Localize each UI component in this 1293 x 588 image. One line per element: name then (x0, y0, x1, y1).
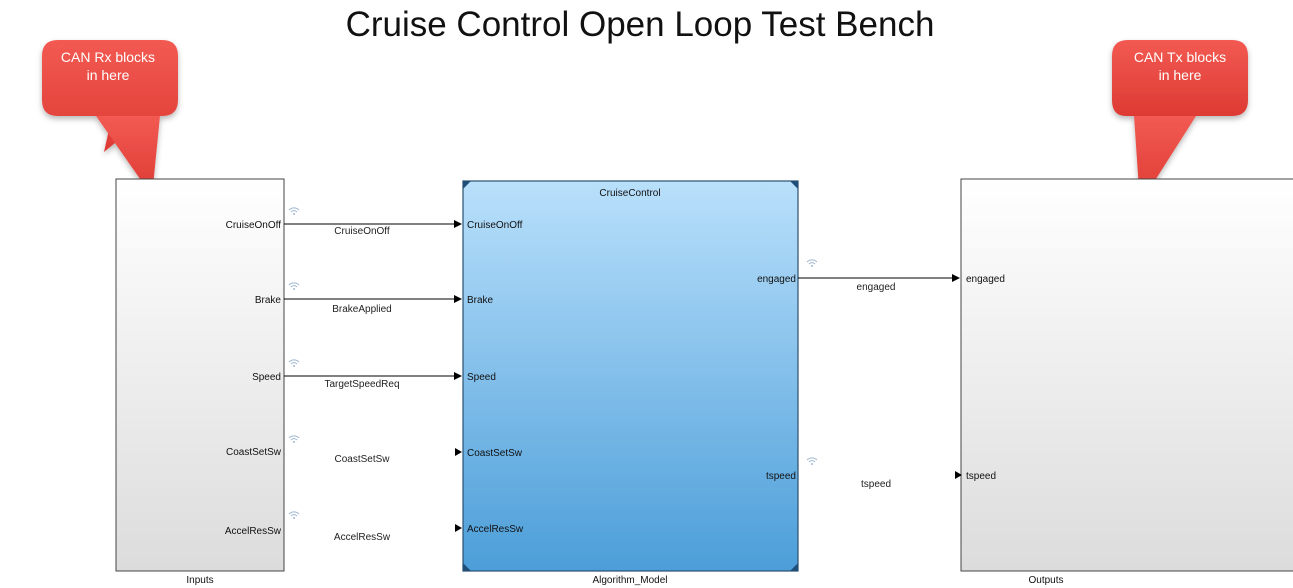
model-corner-tl (463, 181, 471, 189)
signal-label-tspeed: tspeed (861, 479, 891, 490)
outputs-port-tspeed: tspeed (966, 471, 996, 482)
model-in-coastsetsw: CoastSetSw (467, 448, 523, 459)
algorithm-model-block[interactable] (462, 180, 799, 572)
model-corner-bl (463, 563, 471, 571)
logging-icon (806, 457, 818, 465)
model-out-tspeed: tspeed (766, 471, 796, 482)
model-header: CruiseControl (599, 188, 660, 199)
model-corner-tr (790, 181, 798, 189)
callout-tx-line1: CAN Tx blocks (1134, 49, 1226, 65)
signal-label-cruiseonoff: CruiseOnOff (334, 226, 390, 237)
model-in-brake: Brake (467, 295, 494, 306)
logging-icon (288, 207, 300, 215)
diagram-title: Cruise Control Open Loop Test Bench (346, 5, 935, 44)
callout-tx-line2: in here (1159, 67, 1202, 83)
logging-icon (288, 359, 300, 367)
signal-label-brakeapplied: BrakeApplied (332, 304, 391, 315)
logging-icon (288, 282, 300, 290)
signal-label-coastsetsw: CoastSetSw (334, 454, 390, 465)
logging-icon (288, 511, 300, 519)
model-in-cruiseonoff: CruiseOnOff (467, 220, 523, 231)
inputs-port-speed: Speed (252, 372, 281, 383)
signal-label-accelressw: AccelResSw (334, 532, 391, 543)
callout-can-rx (42, 40, 178, 196)
arrow-accelressw (455, 524, 462, 532)
model-block-name: Algorithm_Model (592, 575, 667, 586)
model-out-engaged: engaged (757, 274, 796, 285)
logging-icon (806, 259, 818, 267)
callout-rx-line1: CAN Rx blocks (61, 49, 155, 65)
inputs-block-name: Inputs (186, 575, 213, 586)
inputs-port-accelressw: AccelResSw (225, 526, 282, 537)
model-in-speed: Speed (467, 372, 496, 383)
signal-label-targetspeedreq: TargetSpeedReq (324, 379, 399, 390)
inputs-port-cruiseonoff: CruiseOnOff (226, 220, 282, 231)
inputs-block[interactable] (115, 178, 285, 572)
inputs-port-brake: Brake (255, 295, 282, 306)
inputs-port-coastsetsw: CoastSetSw (226, 447, 282, 458)
model-in-accelressw: AccelResSw (467, 524, 524, 535)
outputs-port-engaged: engaged (966, 274, 1005, 285)
callout-rx-line2: in here (87, 67, 130, 83)
outputs-block-name: Outputs (1028, 575, 1063, 586)
signal-label-engaged: engaged (857, 282, 896, 293)
arrow-coastsetsw (455, 448, 462, 456)
arrow-tspeed-out (955, 471, 962, 479)
outputs-block[interactable] (960, 178, 1293, 572)
model-corner-br (790, 563, 798, 571)
logging-icon (288, 435, 300, 443)
